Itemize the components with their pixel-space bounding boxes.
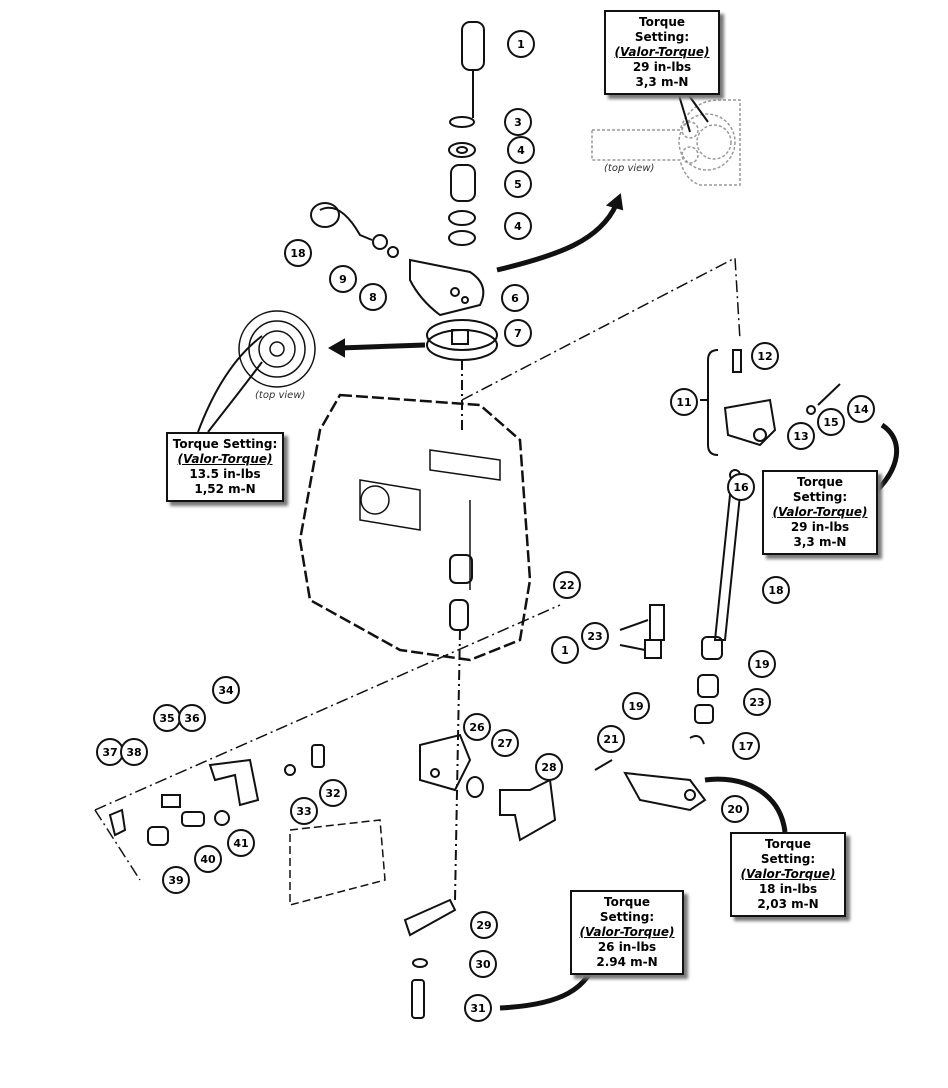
part-number-callout: 32 bbox=[319, 779, 347, 807]
torque-subtitle: (Valor-Torque) bbox=[579, 925, 675, 939]
part-number-callout: 31 bbox=[464, 994, 492, 1022]
part-number-callout: 19 bbox=[622, 692, 650, 720]
torque-value-mn: 1,52 m-N bbox=[194, 482, 256, 496]
part-number-callout: 19 bbox=[748, 650, 776, 678]
torque-subtitle: (Valor-Torque) bbox=[740, 867, 836, 881]
housing-drawing bbox=[298, 393, 532, 662]
part-number-callout: 36 bbox=[178, 704, 206, 732]
part-number-callout: 37 bbox=[96, 738, 124, 766]
part-number-callout: 21 bbox=[597, 725, 625, 753]
part-number-callout: 41 bbox=[227, 829, 255, 857]
top-view-arm-drawing bbox=[591, 99, 741, 186]
top-view-label: (top view) bbox=[255, 390, 306, 401]
part-number-callout: 28 bbox=[535, 753, 563, 781]
torque-subtitle: (Valor-Torque) bbox=[177, 452, 273, 466]
part-number-callout: 12 bbox=[751, 342, 779, 370]
part-number-callout: 17 bbox=[732, 732, 760, 760]
torque-setting-box: Torque Setting: (Valor-Torque) 13.5 in-l… bbox=[166, 432, 284, 502]
torque-setting-box: Torque Setting: (Valor-Torque) 29 in-lbs… bbox=[762, 470, 878, 555]
part-number-callout: 8 bbox=[359, 283, 387, 311]
part-number-callout: 35 bbox=[153, 704, 181, 732]
torque-title: Torque Setting: bbox=[634, 15, 690, 44]
part-number-callout: 34 bbox=[212, 676, 240, 704]
torque-value-mn: 2.94 m-N bbox=[596, 955, 658, 969]
part-number-callout: 23 bbox=[743, 688, 771, 716]
part-number-callout: 27 bbox=[491, 729, 519, 757]
torque-setting-box: Torque Setting: (Valor-Torque) 18 in-lbs… bbox=[730, 832, 846, 917]
part-number-callout: 4 bbox=[507, 136, 535, 164]
large-arrow bbox=[496, 203, 619, 273]
torque-setting-box: Torque Setting: (Valor-Torque) 29 in-lbs… bbox=[604, 10, 720, 95]
torque-value-inlbs: 29 in-lbs bbox=[632, 60, 692, 74]
part-number-callout: 18 bbox=[284, 239, 312, 267]
part-number-callout: 38 bbox=[120, 738, 148, 766]
part-number-callout: 1 bbox=[551, 636, 579, 664]
part-number-callout: 9 bbox=[329, 265, 357, 293]
torque-value-inlbs: 26 in-lbs bbox=[597, 940, 657, 954]
torque-value-inlbs: 18 in-lbs bbox=[758, 882, 818, 896]
part-number-callout: 33 bbox=[290, 797, 318, 825]
part-number-callout: 26 bbox=[463, 713, 491, 741]
torque-value-mn: 3,3 m-N bbox=[635, 75, 689, 89]
part-number-callout: 30 bbox=[469, 950, 497, 978]
large-arrow bbox=[871, 422, 900, 496]
part-number-callout: 40 bbox=[194, 845, 222, 873]
torque-value-mn: 2,03 m-N bbox=[757, 897, 819, 911]
part-number-callout: 18 bbox=[762, 576, 790, 604]
torque-value-inlbs: 29 in-lbs bbox=[790, 520, 850, 534]
part-number-callout: 3 bbox=[504, 108, 532, 136]
torque-subtitle: (Valor-Torque) bbox=[772, 505, 868, 519]
part-number-callout: 5 bbox=[504, 170, 532, 198]
part-number-callout: 15 bbox=[817, 408, 845, 436]
top-view-disc-drawing bbox=[238, 310, 316, 388]
part-number-callout: 16 bbox=[727, 473, 755, 501]
part-number-callout: 39 bbox=[162, 866, 190, 894]
pointer-arrow bbox=[197, 335, 263, 433]
large-arrow bbox=[704, 776, 788, 833]
part-number-callout: 20 bbox=[721, 795, 749, 823]
torque-title: Torque Setting: bbox=[760, 837, 816, 866]
torque-title: Torque Setting: bbox=[172, 437, 278, 451]
torque-title: Torque Setting: bbox=[599, 895, 655, 924]
part-number-callout: 23 bbox=[581, 622, 609, 650]
top-view-label: (top view) bbox=[604, 163, 655, 174]
large-arrow bbox=[339, 342, 426, 351]
torque-subtitle: (Valor-Torque) bbox=[614, 45, 710, 59]
part-number-callout: 1 bbox=[507, 30, 535, 58]
part-number-callout: 14 bbox=[847, 395, 875, 423]
part-number-callout: 13 bbox=[787, 422, 815, 450]
torque-setting-box: Torque Setting: (Valor-Torque) 26 in-lbs… bbox=[570, 890, 684, 975]
torque-title: Torque Setting: bbox=[792, 475, 848, 504]
torque-value-inlbs: 13.5 in-lbs bbox=[189, 467, 261, 481]
part-number-callout: 11 bbox=[670, 388, 698, 416]
part-number-callout: 29 bbox=[470, 911, 498, 939]
part-number-callout: 6 bbox=[501, 284, 529, 312]
part-number-callout: 4 bbox=[504, 212, 532, 240]
part-number-callout: 7 bbox=[504, 319, 532, 347]
part-number-callout: 22 bbox=[553, 571, 581, 599]
torque-value-mn: 3,3 m-N bbox=[793, 535, 847, 549]
